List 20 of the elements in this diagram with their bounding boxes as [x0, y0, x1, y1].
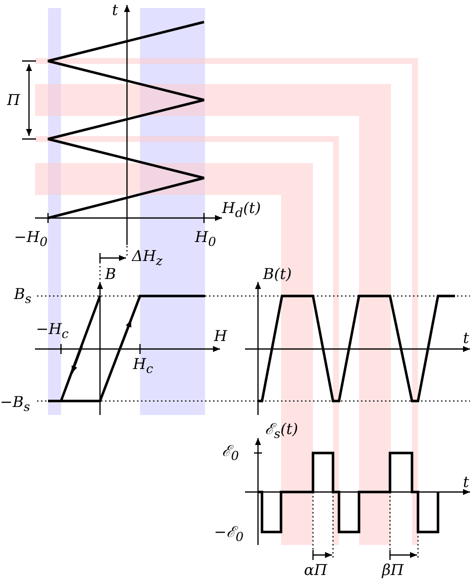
tick-label: H$_{c}$	[133, 356, 154, 377]
tick-label: H$_{0}$	[195, 229, 216, 250]
axis-label: t	[112, 2, 118, 18]
tick-label: −B$_{s}$	[0, 394, 30, 415]
tick-label: −H$_{c}$	[36, 321, 69, 342]
dimension-label: Π	[7, 92, 20, 108]
axis-label: ℰ$_{s}$(t)	[265, 421, 298, 442]
axis-label: t	[463, 474, 470, 490]
dimension-label: αΠ	[304, 562, 328, 578]
tick-label: ℰ$_{0}$	[222, 443, 239, 464]
tick-label: −H$_{0}$	[14, 229, 48, 250]
axis-label: B(t)	[263, 266, 292, 282]
axis-label: H$_{d}$(t)	[222, 200, 261, 221]
dimension-label: βΠ	[382, 562, 404, 578]
axis-label: t	[463, 330, 470, 346]
axis-label: B	[105, 266, 116, 282]
axis-label: H	[214, 328, 228, 344]
tick-label: −ℰ$_{0}$	[214, 524, 244, 545]
dimension-label: ΔH$_{z}$	[132, 248, 163, 269]
tick-label: B$_{s}$	[14, 286, 32, 307]
